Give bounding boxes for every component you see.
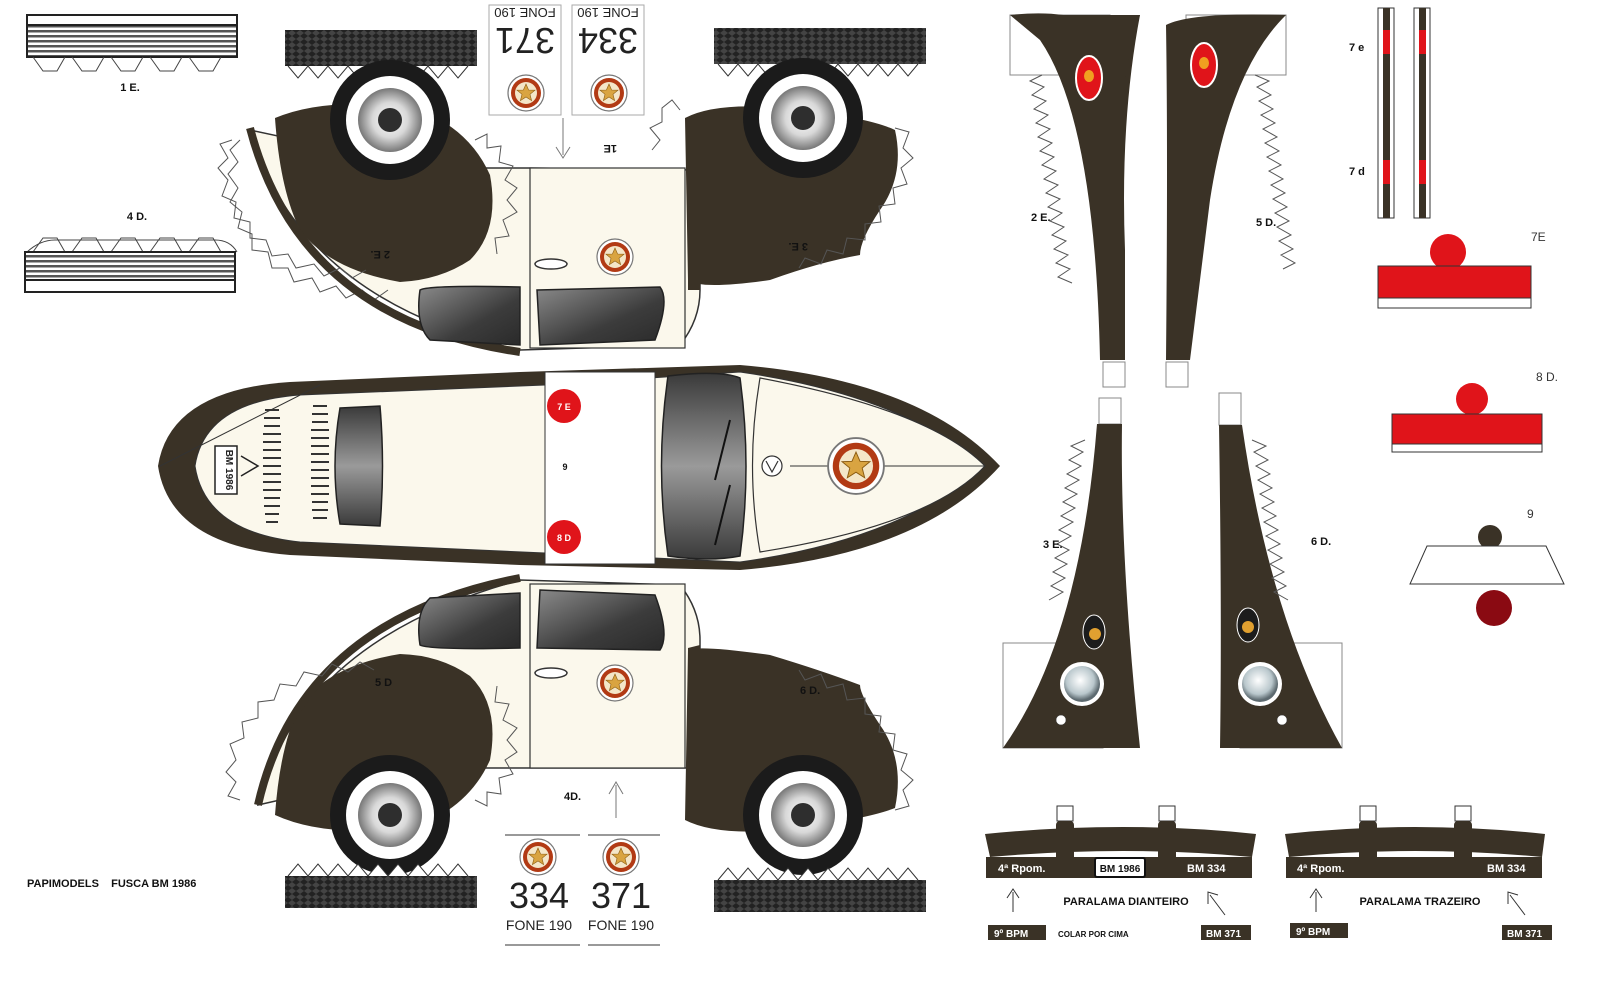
plate-phone: FONE 190 xyxy=(494,5,555,20)
fender-6d: 6 D. xyxy=(1218,392,1343,749)
label-5d: 5 D xyxy=(375,677,392,689)
bumper-front: 4ª Rpom. BM 1986 BM 334 PARALAMA DIANTEI… xyxy=(985,805,1256,940)
police-badge-icon xyxy=(507,74,545,112)
bumper-rear-left-tag: 4ª Rpom. xyxy=(1297,863,1344,875)
bumper-front-center-tag: BM 1986 xyxy=(1100,864,1141,875)
plate-bottom-right: 371 FONE 190 xyxy=(588,834,660,946)
piece-1e-top-strip: 1 E. xyxy=(26,14,238,94)
piece-4d-bottom-strip: 4 D. xyxy=(24,211,238,293)
roof-label-8d: 8 D xyxy=(557,533,572,543)
police-badge-icon xyxy=(596,238,634,276)
police-badge-icon xyxy=(519,838,557,876)
label-7d-strip: 7 d xyxy=(1349,166,1365,178)
light-strip-7d xyxy=(1413,7,1431,219)
plate-number: 334 xyxy=(578,20,638,61)
vw-logo-icon xyxy=(761,455,783,477)
wheel-icon xyxy=(330,755,450,875)
label-1e: 1 E. xyxy=(120,82,140,94)
bumper-rear-right-tag: BM 334 xyxy=(1487,863,1526,875)
label-9-light: 9 xyxy=(1527,507,1534,521)
tire-tread-bottom-right xyxy=(714,867,926,912)
light-9: 9 xyxy=(1409,507,1565,626)
label-4d: 4 D. xyxy=(127,211,147,223)
plate-number: 334 xyxy=(509,875,569,916)
hood-plate: BM 1986 xyxy=(223,450,234,491)
label-2e: 2 E. xyxy=(370,248,390,260)
plate-phone: FONE 190 xyxy=(506,917,572,933)
bumper-rear-bottom-right-tag: BM 371 xyxy=(1507,929,1542,940)
roof-light-icon xyxy=(547,520,581,554)
label-4d-bottom: 4D. xyxy=(564,791,581,803)
fender-2e: 2 E. xyxy=(1009,13,1140,388)
police-badge-icon xyxy=(827,437,885,495)
wheel-icon xyxy=(330,60,450,180)
plate-top-left: 371 FONE 190 xyxy=(488,4,562,116)
bumper-front-left-tag: 4ª Rpom. xyxy=(998,863,1045,875)
arrow-down-icon xyxy=(555,118,571,159)
plate-top-right: 334 FONE 190 xyxy=(571,4,645,116)
bumper-rear-bottom-left-tag: 9º BPM xyxy=(1296,927,1330,938)
label-5d-fender: 5 D. xyxy=(1256,217,1276,229)
police-badge-icon xyxy=(590,74,628,112)
label-2e-fender: 2 E. xyxy=(1031,212,1051,224)
roof-panel: BM 1986 7 E 9 8 D xyxy=(158,365,1000,570)
bumper-front-bottom-right-tag: BM 371 xyxy=(1206,929,1241,940)
label-1e-top: 1E xyxy=(604,142,617,154)
bumper-rear: 4ª Rpom. BM 334 PARALAMA TRAZEIRO 9º BPM… xyxy=(1285,805,1552,940)
bumper-front-caption: PARALAMA DIANTEIRO xyxy=(1063,896,1189,908)
arrow-up-icon xyxy=(1207,891,1226,916)
bumper-rear-caption: PARALAMA TRAZEIRO xyxy=(1360,896,1481,908)
arrow-up-icon xyxy=(1006,888,1020,912)
arrow-up-icon xyxy=(1309,888,1323,912)
plate-phone: FONE 190 xyxy=(577,5,638,20)
plate-number: 371 xyxy=(591,875,651,916)
label-8d-light: 8 D. xyxy=(1536,370,1558,384)
plate-bottom-left: 334 FONE 190 xyxy=(505,834,580,946)
roof-light-icon xyxy=(547,389,581,423)
light-strip-7e xyxy=(1377,7,1395,219)
arrow-up-icon xyxy=(1507,891,1526,916)
bumper-front-note: COLAR POR CIMA xyxy=(1058,930,1129,939)
label-3e-fender: 3 E. xyxy=(1043,539,1063,551)
light-8d: 8 D. xyxy=(1391,370,1558,453)
arrow-up-icon xyxy=(608,781,624,818)
tire-tread-bottom-left xyxy=(285,863,477,908)
police-badge-icon xyxy=(596,664,634,702)
label-3e: 3 E. xyxy=(788,240,808,252)
bumper-front-bottom-left-tag: 9º BPM xyxy=(994,929,1028,940)
label-6d: 6 D. xyxy=(800,685,820,697)
side-panel-top: 2 E. 3 E. 1E xyxy=(217,58,914,356)
plate-number: 371 xyxy=(495,20,555,61)
side-panel-bottom: 5 D 6 D. 4D. xyxy=(225,574,914,875)
roof-label-7e: 7 E xyxy=(557,402,571,412)
label-7e-strip: 7 e xyxy=(1349,42,1364,54)
fender-5d: 5 D. xyxy=(1165,14,1297,388)
bumper-front-right-tag: BM 334 xyxy=(1187,863,1226,875)
label-7e-light: 7E xyxy=(1531,230,1546,244)
police-badge-icon xyxy=(602,838,640,876)
label-6d-fender: 6 D. xyxy=(1311,536,1331,548)
fender-3e: 3 E. xyxy=(1002,397,1140,749)
roof-label-9: 9 xyxy=(562,462,567,472)
light-7e: 7E xyxy=(1377,230,1546,309)
wheel-icon xyxy=(743,58,863,178)
wheel-icon xyxy=(743,755,863,875)
sheet-title: PAPIMODELS FUSCA BM 1986 xyxy=(27,878,196,890)
plate-phone: FONE 190 xyxy=(588,917,654,933)
